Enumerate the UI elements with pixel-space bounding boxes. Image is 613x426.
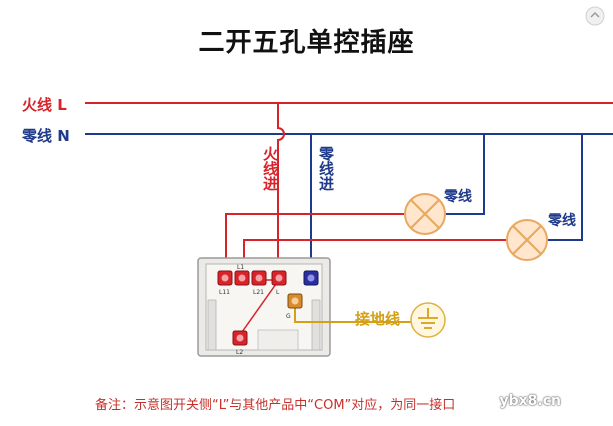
- terminal-label-l11: L11: [219, 289, 230, 296]
- neutral-in-label: 零线进: [316, 146, 335, 196]
- ground-wire: [294, 306, 412, 323]
- lamp2-neutral-wire: [548, 134, 583, 241]
- lamp1-neutral-label: 零线: [444, 189, 472, 205]
- terminal-l1: [234, 270, 250, 286]
- neutral-line-label: 零线 N: [22, 127, 70, 145]
- ground-wire-label: 接地线: [355, 310, 401, 328]
- terminal-l21: [251, 270, 267, 286]
- lamp1-switched-wire: [225, 213, 404, 270]
- terminal-label-l21: L21: [253, 289, 264, 296]
- neutral-in-text: 零线进: [317, 146, 335, 191]
- live-in-label: 火线进: [260, 146, 279, 196]
- watermark-text: ybx8.cn: [499, 393, 561, 409]
- lamp1-neutral-wire: [446, 134, 485, 215]
- diagram-note: 备注：示意图开关侧“L”与其他产品中“COM”对应，为同一接口: [95, 398, 456, 413]
- live-line-label: 火线 L: [22, 96, 67, 114]
- terminal-n: [303, 270, 319, 286]
- terminal-label-l1: L1: [237, 264, 244, 271]
- terminal-label-l: L: [276, 289, 280, 296]
- diagram-title: 二开五孔单控插座: [198, 28, 415, 58]
- terminal-label-g: G: [286, 313, 291, 320]
- live-drop-wire: [277, 103, 285, 270]
- expand-icon: [585, 6, 605, 26]
- live-in-text: 火线进: [261, 146, 279, 191]
- terminal-g: [287, 293, 303, 309]
- internal-l2-link: [241, 283, 277, 333]
- ground-symbol: [410, 302, 446, 338]
- terminal-label-l2: L2: [236, 349, 243, 356]
- terminal-l11: [217, 270, 233, 286]
- lamp2-neutral-label: 零线: [548, 213, 576, 229]
- terminal-l: [271, 270, 287, 286]
- lamp2-symbol: [506, 219, 548, 261]
- terminal-l2: [232, 330, 248, 346]
- lamp1-symbol: [404, 193, 446, 235]
